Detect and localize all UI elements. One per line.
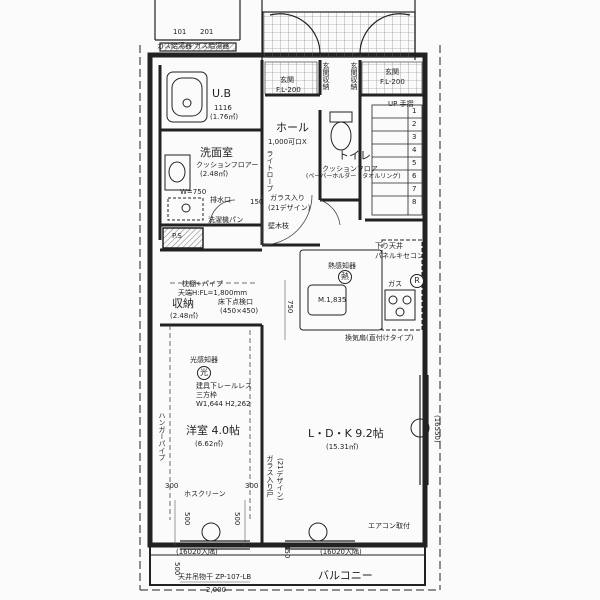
closet-lines: [169, 282, 255, 520]
washroom-area: (2.48㎡): [200, 170, 229, 178]
rail-label: 建具下レールレス: [196, 382, 252, 390]
entrance-left-note: F.L-200: [276, 86, 301, 94]
stair-step-number: 6: [412, 172, 417, 180]
r-icon: R: [410, 274, 424, 288]
bath-size: 1116: [214, 104, 232, 112]
western-room-name: 洋室 4.0帖: [186, 424, 240, 437]
sink-label: M.1,835: [318, 296, 347, 304]
dim-2000: 2,000: [206, 586, 227, 594]
stairs-label: UP 手摺: [388, 100, 414, 108]
dim-300b: 300: [245, 482, 259, 490]
storage-name: 収納: [172, 297, 194, 310]
staircase: [371, 104, 423, 216]
washer-pan-label: 洗濯機パン: [208, 216, 244, 224]
stair-step-number: 3: [412, 133, 417, 141]
western-room-area: (6.62㎡): [195, 440, 224, 448]
shoe-cabinet-right: 玄関収納: [350, 62, 358, 90]
windows: [180, 375, 429, 550]
internal-walls: [158, 60, 425, 545]
ceiling-dryer-label: 天井吊物干 ZP-107-LB: [178, 573, 252, 581]
heat-sensor-icon: 熱: [338, 270, 352, 284]
storage-note3: 床下点検口: [218, 298, 253, 306]
gas-heater-label: ガス給湯器 ガス給湯器: [157, 42, 230, 50]
storage-note1: 枕棚+パイプ: [182, 280, 223, 288]
dim-500b: 500: [233, 512, 241, 526]
bath-fixtures: [164, 71, 208, 221]
stair-step-number: 4: [412, 146, 417, 154]
entrance-right-note: F.L-200: [380, 78, 405, 86]
three-way-label: 三方枠: [196, 391, 217, 399]
hall-name: ホール: [276, 121, 309, 134]
light-sensor-label: 光感知器: [190, 356, 218, 364]
drain-label: 排水口: [210, 196, 231, 204]
stair-step-number: 2: [412, 120, 417, 128]
stair-step-number: 5: [412, 159, 417, 167]
entrance-tiles: [264, 61, 423, 95]
ac-label: エアコン取付: [368, 522, 410, 530]
bath-area: (1.76㎡): [210, 113, 239, 121]
storage-note2: 天端H:FL=1,800mm: [178, 289, 248, 297]
shoe-cabinet-left: 玄関収納: [322, 62, 330, 90]
toilet-sub: (ペーパーホルダー・タオルリング): [306, 173, 401, 180]
glass-door-top: ガラス入り: [270, 194, 305, 202]
w750-label: W=750: [180, 188, 207, 196]
dims-label: W1,644 H2,262: [196, 400, 251, 408]
unit-201: 201: [200, 28, 214, 36]
toilet-name: トイレ: [338, 149, 371, 162]
dim-300a: 300: [165, 482, 179, 490]
heat-sensor-label: 熱感知器: [328, 262, 356, 270]
storage-note4: (450×450): [220, 307, 259, 315]
ps-label: P.S: [172, 232, 182, 240]
hood-note-label: パネルキセコン: [375, 252, 424, 260]
washroom-name: 洗面室: [200, 146, 233, 159]
window-right-label: (16020入隅): [320, 548, 362, 556]
dim-500c: 500: [173, 562, 181, 576]
stair-step-number: 8: [412, 198, 417, 206]
toilet-floor: クッションフロア: [322, 165, 378, 173]
gas-label: ガス: [388, 280, 402, 288]
hall-note: 1,000可ロX: [268, 138, 307, 146]
light-sensor-icon: 光: [197, 366, 211, 380]
stair-step-number: 1: [412, 107, 417, 115]
entrance-left-name: 玄関: [280, 76, 294, 84]
window-side-label: (16550): [433, 415, 441, 443]
hanger-label: ハンガーパイプ: [158, 412, 166, 461]
vent-label: 換気扇(直付けタイプ): [345, 334, 414, 342]
window-markers: [201, 418, 430, 542]
top-outside: [154, 0, 416, 60]
ldk-area: (15.31㎡): [326, 443, 359, 451]
dim-500a: 500: [183, 512, 191, 526]
dim-750: 750: [286, 300, 294, 314]
glass-door-mid: ガラス入り戸: [266, 455, 274, 497]
dimension-lines: [174, 280, 286, 583]
entrance-right-name: 玄関: [385, 68, 399, 76]
post-label: 壁木枝: [268, 222, 289, 230]
balcony-name: バルコニー: [318, 569, 373, 582]
toilet-fixture: [329, 111, 353, 151]
unit-101: 101: [173, 28, 187, 36]
dim-150: 150: [250, 198, 264, 206]
glass-design-mid: (21デザイン): [276, 458, 284, 501]
storage-area: (2.48㎡): [170, 312, 199, 320]
bath-name: U.B: [212, 87, 232, 100]
window-left-label: (16020入隅): [176, 548, 218, 556]
glass-design-top: (21デザイン): [268, 204, 311, 212]
light-rope-label: ライトロープ: [266, 150, 274, 192]
dim-450: 450: [283, 545, 291, 559]
ldk-name: L・D・K 9.2帖: [308, 427, 384, 440]
door-swings: [209, 194, 341, 246]
washroom-floor: クッションフロアー: [196, 161, 259, 169]
hood-down-label: 下り天井: [375, 242, 403, 250]
hose-screen-label: ホスクリーン: [184, 490, 226, 498]
stair-step-number: 7: [412, 185, 417, 193]
